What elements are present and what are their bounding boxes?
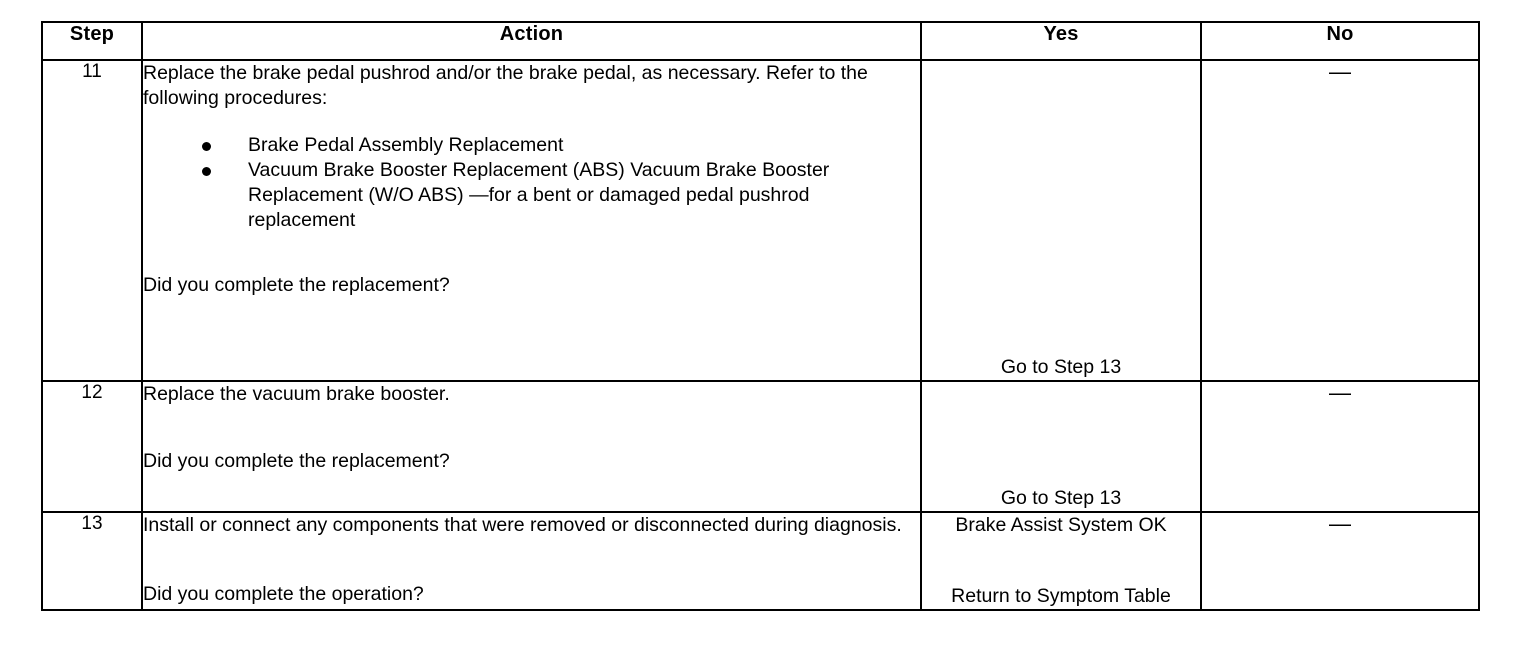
column-header-action: Action [141, 21, 922, 61]
yes-value: Go to Step 13 [1000, 487, 1122, 509]
yes-cell: Go to Step 13 [920, 59, 1202, 382]
yes-value-secondary: Return to Symptom Table [951, 585, 1171, 607]
table-row: 13 Install or connect any components tha… [41, 511, 1480, 611]
yes-spacer [922, 61, 1200, 355]
no-cell: — [1200, 59, 1480, 382]
action-question-text: Did you complete the operation? [143, 583, 424, 605]
yes-cell: Brake Assist System OK Return to Symptom… [920, 511, 1202, 611]
table-header: Step Action Yes No [41, 21, 1480, 61]
column-header-yes: Yes [920, 21, 1202, 61]
procedure-list: Brake Pedal Assembly Replacement Vacuum … [143, 133, 920, 233]
header-row: Step Action Yes No [41, 21, 1480, 61]
action-question-text: Did you complete the replacement? [143, 274, 450, 296]
step-number-cell: 11 [41, 59, 143, 382]
table-row: 12 Replace the vacuum brake booster. Did… [41, 380, 1480, 513]
yes-cell: Go to Step 13 [920, 380, 1202, 513]
column-header-no: No [1200, 21, 1480, 61]
yes-spacer [922, 382, 1200, 486]
no-value: — [1329, 380, 1351, 405]
no-value: — [1329, 59, 1351, 84]
action-cell: Install or connect any components that w… [141, 511, 922, 611]
column-header-step: Step [41, 21, 143, 61]
no-value: — [1329, 511, 1351, 536]
diagnostic-steps-table: Step Action Yes No 11 Replace the brake … [41, 21, 1480, 611]
yes-value: Go to Step 13 [1000, 356, 1122, 378]
action-cell: Replace the vacuum brake booster. Did yo… [141, 380, 922, 513]
action-cell: Replace the brake pedal pushrod and/or t… [141, 59, 922, 382]
action-question-text: Did you complete the replacement? [143, 450, 450, 472]
step-number-cell: 12 [41, 380, 143, 513]
no-cell: — [1200, 511, 1480, 611]
list-item: Vacuum Brake Booster Replacement (ABS) V… [143, 158, 920, 233]
table-row: 11 Replace the brake pedal pushrod and/o… [41, 59, 1480, 382]
table-body: 11 Replace the brake pedal pushrod and/o… [41, 59, 1480, 611]
action-lead-text: Replace the vacuum brake booster. [143, 383, 450, 405]
list-item: Brake Pedal Assembly Replacement [143, 133, 920, 158]
action-lead-text: Install or connect any components that w… [143, 514, 902, 536]
step-number-cell: 13 [41, 511, 143, 611]
no-cell: — [1200, 380, 1480, 513]
action-lead-text: Replace the brake pedal pushrod and/or t… [143, 62, 868, 109]
yes-value-primary: Brake Assist System OK [955, 514, 1167, 536]
